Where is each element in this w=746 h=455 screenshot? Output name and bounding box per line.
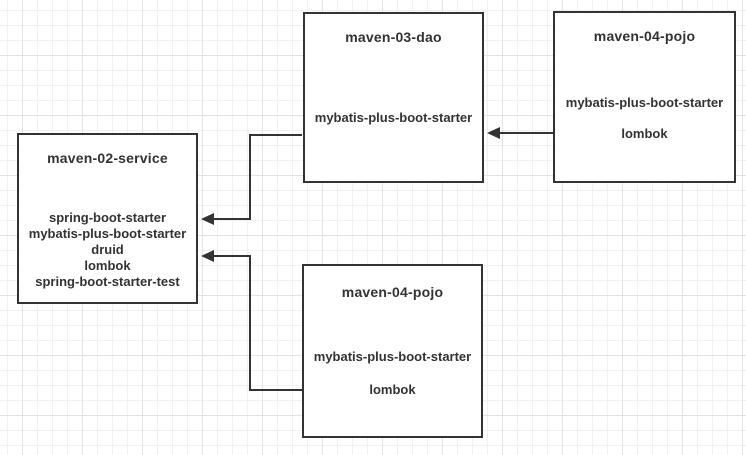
dependency-item: lombok <box>621 126 668 141</box>
dependency-item: druid <box>91 242 124 257</box>
node-maven-04-pojo-top: maven-04-pojo mybatis-plus-boot-starter … <box>553 11 736 183</box>
node-maven-02-service: maven-02-service spring-boot-starter myb… <box>17 133 198 304</box>
node-dependency-list: mybatis-plus-boot-starter lombok <box>553 95 736 142</box>
node-maven-03-dao: maven-03-dao mybatis-plus-boot-starter <box>303 12 484 183</box>
dependency-item: lombok <box>84 258 131 273</box>
node-maven-04-pojo-bottom: maven-04-pojo mybatis-plus-boot-starter … <box>302 264 483 438</box>
node-dependency-list: mybatis-plus-boot-starter lombok <box>302 349 483 398</box>
arrow-pojo-bottom-to-service <box>201 250 302 391</box>
dependency-item: mybatis-plus-boot-starter <box>313 349 472 364</box>
dependency-item: mybatis-plus-boot-starter <box>28 226 187 241</box>
dependency-item: mybatis-plus-boot-starter <box>314 110 473 125</box>
arrow-pojo-top-to-dao <box>487 127 553 139</box>
dependency-item: mybatis-plus-boot-starter <box>565 95 724 110</box>
dependency-item: lombok <box>369 382 416 397</box>
arrow-dao-to-service <box>201 134 302 225</box>
node-title: maven-03-dao <box>345 29 442 45</box>
node-title: maven-02-service <box>47 150 168 166</box>
node-title: maven-04-pojo <box>593 28 696 44</box>
node-dependency-list: spring-boot-starter mybatis-plus-boot-st… <box>17 210 198 290</box>
dependency-item: spring-boot-starter-test <box>35 274 180 289</box>
dependency-item: spring-boot-starter <box>49 210 166 225</box>
node-title: maven-04-pojo <box>341 284 444 300</box>
node-dependency-list: mybatis-plus-boot-starter <box>303 110 484 126</box>
